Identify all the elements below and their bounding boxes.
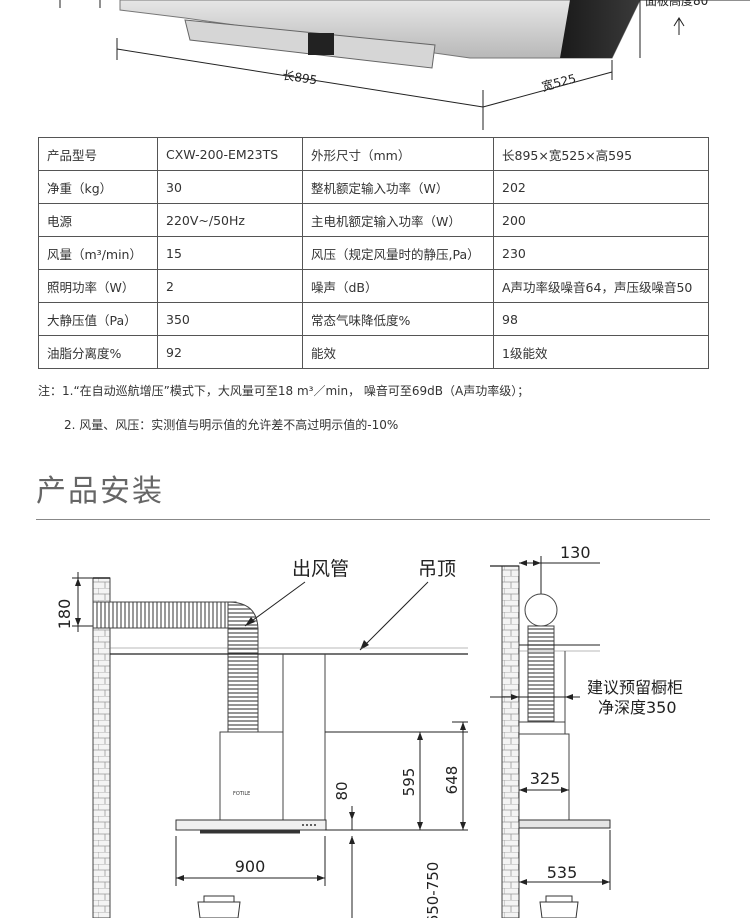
cabinet-label-2: 净深度350 [598,698,677,717]
table-cell: 常态气味降低度% [302,302,494,336]
side-duct [527,625,555,723]
table-cell: 大静压值（Pa） [38,302,158,336]
length-label: 长895 [282,68,319,87]
spec-table: 产品型号 CXW-200-EM23TS 外形尺寸（mm） 长895×宽525×高… [38,137,709,369]
dim-595: 595 [400,768,418,797]
table-cell: 长895×宽525×高595 [493,137,709,171]
vertical-duct [227,627,259,733]
brand-mark: FOTILE [233,791,250,797]
top-dimension-diagram: 长895 宽525 面板高度80 [59,0,750,130]
dim-325: 325 [530,769,561,788]
right-pot [539,901,579,918]
table-row: 大静压值（Pa） 350 常态气味降低度% 98 [38,302,709,336]
table-cell: 1级能效 [493,335,709,369]
side-chimney [518,733,570,821]
dim-535: 535 [547,863,578,882]
table-row: 产品型号 CXW-200-EM23TS 外形尺寸（mm） 长895×宽525×高… [38,137,709,171]
table-cell: 202 [493,170,709,204]
duct-cross-section [524,593,558,627]
horizontal-duct [92,601,237,629]
table-cell: CXW-200-EM23TS [157,137,303,171]
cabinet-label-1: 建议预留橱柜 [587,678,683,697]
table-cell: 220V~/50Hz [157,203,303,237]
table-cell: 主电机额定输入功率（W） [302,203,494,237]
note-line-2: 2. 风量、风压：实测值与明示值的允许差不高过明示值的-10% [64,418,399,432]
table-row: 电源 220V~/50Hz 主电机额定输入功率（W） 200 [38,203,709,237]
table-cell: 整机额定输入功率（W） [302,170,494,204]
table-cell: 2 [157,269,303,303]
table-cell: 风压（规定风量时的静压,Pa） [302,236,494,270]
dim-130: 130 [560,543,591,562]
hood-top-panel [119,0,641,59]
table-cell: 照明功率（W） [38,269,158,303]
table-cell: 200 [493,203,709,237]
table-cell: 外形尺寸（mm） [302,137,494,171]
panel-height-label: 面板高度80 [645,0,708,8]
table-row: 照明功率（W） 2 噪声（dB） A声功率级噪音64，声压级噪音50 [38,269,709,303]
dim-80: 80 [333,781,351,800]
note-line-1: 注：1.“在自动巡航增压”模式下，大风量可至18 m³／min， 噪音可至69d… [38,384,530,398]
table-cell: 15 [157,236,303,270]
table-cell: 电源 [38,203,158,237]
left-pot [197,901,241,918]
table-row: 油脂分离度% 92 能效 1级能效 [38,335,709,369]
table-cell: 风量（m³/min） [38,236,158,270]
dim-648: 648 [443,766,461,795]
table-cell: 230 [493,236,709,270]
hood-dark-panel [560,0,640,58]
table-cell: 噪声（dB） [302,269,494,303]
table-row: 净重（kg） 30 整机额定输入功率（W） 202 [38,170,709,204]
table-cell: 350 [157,302,303,336]
width-label: 宽525 [540,70,578,94]
dim-650-750: 650-750 [424,862,442,918]
table-cell: 92 [157,335,303,369]
side-hood-panel [518,819,611,829]
dim-180: 180 [55,599,74,630]
section-title: 产品安装 [36,474,164,509]
table-row: 风量（m³/min） 15 风压（规定风量时的静压,Pa） 230 [38,236,709,270]
table-cell: A声功率级噪音64，声压级噪音50 [493,269,709,303]
table-cell: 油脂分离度% [38,335,158,369]
dim-900: 900 [235,857,266,876]
table-cell: 产品型号 [38,137,158,171]
ceiling-label: 吊顶 [418,558,456,580]
hood-panel-front [175,819,327,831]
table-cell: 30 [157,170,303,204]
hood-control [308,33,334,55]
table-cell: 净重（kg） [38,170,158,204]
installation-diagram: 180 出风管 吊顶 FOTILE 595 648 80 900 650-750 [55,543,683,918]
right-brick-wall [501,565,520,918]
duct-label: 出风管 [292,558,349,580]
table-cell: 98 [493,302,709,336]
section-divider [36,519,710,520]
table-cell: 能效 [302,335,494,369]
left-brick-wall [92,577,111,918]
hood-chimney [219,731,284,821]
